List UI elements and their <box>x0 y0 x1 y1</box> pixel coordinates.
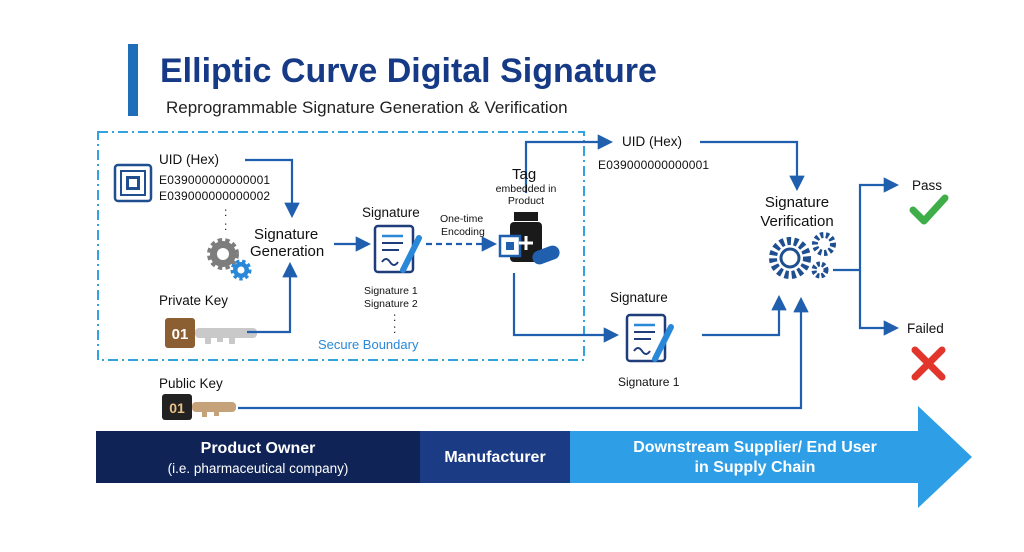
arrow-uid-to-generation <box>245 158 300 219</box>
document-pen-icon <box>373 224 422 274</box>
arrow-verification-branch <box>833 177 900 272</box>
encoding-label-line1: One-time <box>440 213 484 225</box>
arrow-to-failed <box>858 270 900 336</box>
signature-label: Signature <box>362 205 420 220</box>
rfid-chip-icon <box>113 163 153 203</box>
document-pen-icon-verify <box>625 313 674 363</box>
band-owner-subtitle: (i.e. pharmaceutical company) <box>167 461 349 476</box>
uid-value-1: E039000000000001 <box>159 173 271 187</box>
signature-2-label: Signature 2 <box>364 298 418 310</box>
signature-ellipsis-2: : <box>393 322 397 336</box>
arrow-publickey-to-verification <box>238 296 809 410</box>
page-subtitle: Reprogrammable Signature Generation & Ve… <box>166 98 568 117</box>
private-key-text: 01 <box>172 326 189 343</box>
medicine-tag-icon <box>498 212 560 265</box>
check-icon <box>909 194 949 225</box>
verify-uid-label: UID (Hex) <box>622 134 682 149</box>
cross-icon <box>911 346 946 381</box>
verify-signature-value: Signature 1 <box>618 375 680 389</box>
tag-sub-line1: embedded in <box>495 183 557 195</box>
signature-ellipsis: : <box>393 310 397 324</box>
public-key-icon <box>162 394 236 420</box>
band-downstream-title: Downstream Supplier/ End User in Supply … <box>590 438 920 478</box>
verification-gears-icon <box>769 232 836 279</box>
public-key-label: Public Key <box>159 376 223 391</box>
verification-title-line2: Verification <box>760 213 834 230</box>
uid-ellipsis: : <box>224 205 228 219</box>
uid-label: UID (Hex) <box>159 152 219 167</box>
band-manufacturer <box>420 431 570 483</box>
private-key-icon <box>165 318 257 348</box>
signature-1-label: Signature 1 <box>364 285 418 297</box>
encoding-label-line2: Encoding <box>441 226 485 238</box>
verify-signature-label: Signature <box>610 290 668 305</box>
uid-value-2: E039000000000002 <box>159 189 271 203</box>
failed-label: Failed <box>907 321 944 336</box>
tag-sub-line2: Product <box>507 195 545 207</box>
band-downstream-arrow <box>570 406 972 508</box>
secure-boundary-label: Secure Boundary <box>318 337 419 352</box>
page-title: Elliptic Curve Digital Signature <box>160 52 657 90</box>
arrow-signature-to-verification <box>702 294 787 337</box>
arrow-tag-to-signature <box>512 273 620 343</box>
signature-generation-line2: Generation <box>250 243 325 260</box>
signature-generation-line1: Signature <box>254 226 319 243</box>
private-key-label: Private Key <box>159 293 229 308</box>
band-owner-title: Product Owner <box>200 440 316 457</box>
arrow-tag-to-uid <box>524 134 614 193</box>
arrow-privatekey-to-generation <box>247 261 298 334</box>
uid-ellipsis-2: : <box>224 219 228 233</box>
arrow-uid-to-verification <box>700 140 805 192</box>
band-downstream-line1: Downstream Supplier/ End User <box>633 439 877 456</box>
pass-label: Pass <box>912 178 943 193</box>
verification-title-line1: Signature <box>764 194 830 211</box>
verify-uid-value: E039000000000001 <box>598 158 710 172</box>
band-downstream-line2: in Supply Chain <box>694 459 816 476</box>
public-key-text: 01 <box>169 400 185 416</box>
tag-title: Tag <box>512 166 537 183</box>
title-accent-bar <box>128 44 138 116</box>
band-product-owner <box>96 431 420 483</box>
band-manufacturer-title: Manufacturer <box>444 449 546 466</box>
secure-boundary-box <box>97 131 585 361</box>
gears-icon <box>207 238 252 281</box>
